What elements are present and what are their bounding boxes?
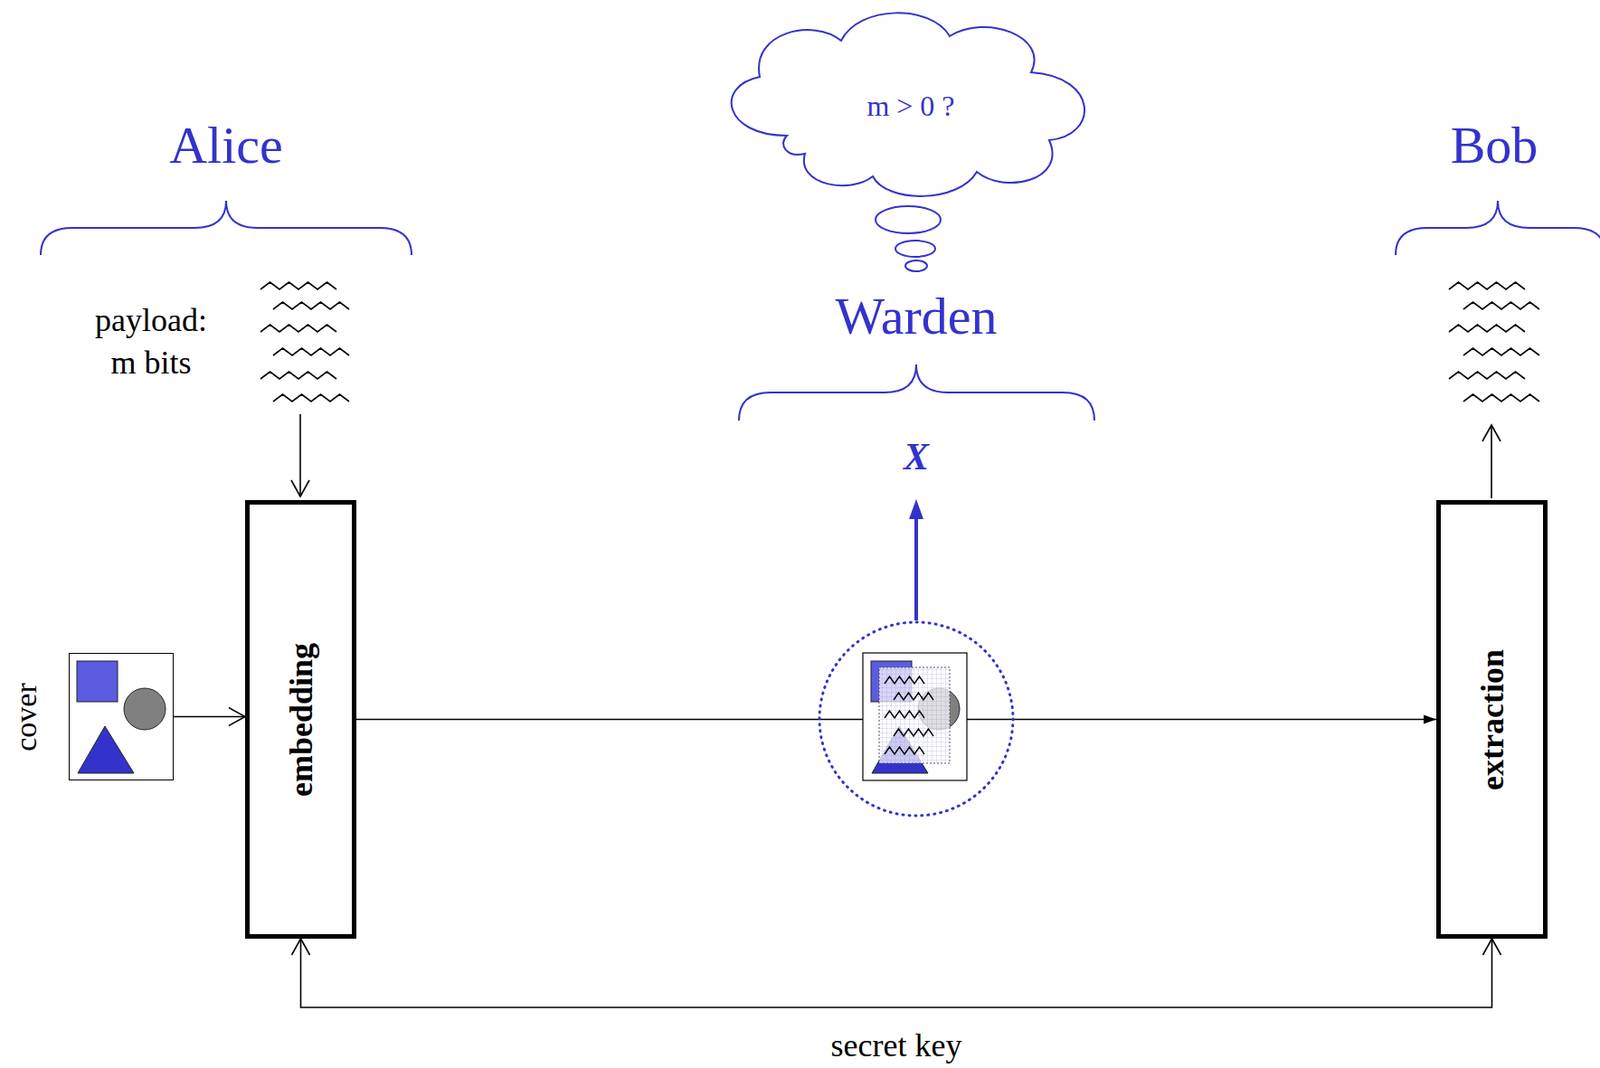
image-label: cover [10,682,42,752]
process-box: embedding [245,500,357,939]
observation-symbol: X [903,432,929,483]
warden-brace [738,364,1095,421]
payload-arrow [291,414,1501,499]
thought-bubble [895,240,936,257]
thought-bubble [875,206,941,234]
box-label: extraction [1476,649,1509,791]
payload-bits [260,282,350,402]
party-name: Alice [169,111,284,180]
connector [173,708,246,727]
cover-picture [76,661,166,774]
payload-label: payload: m bits [83,299,219,385]
bob-brace [1395,200,1600,256]
thought-cloud [731,12,1085,197]
warden-watch-circle [819,622,1014,816]
payload-bits [1448,282,1540,402]
thought-bubble [905,260,928,272]
party-name: Warden [835,282,998,351]
thought-text: m > 0 ? [866,87,955,126]
observe-arrow [914,517,919,621]
connector-label: secret key [827,1026,966,1065]
connector [292,938,1502,1008]
cover-image: cover [68,653,174,781]
box-label: embedding [284,642,318,796]
stego-picture [862,653,967,781]
party-name: Bob [1450,111,1539,180]
process-box: extraction [1436,500,1548,939]
alice-brace [40,200,412,256]
observe-arrowhead [908,499,924,520]
